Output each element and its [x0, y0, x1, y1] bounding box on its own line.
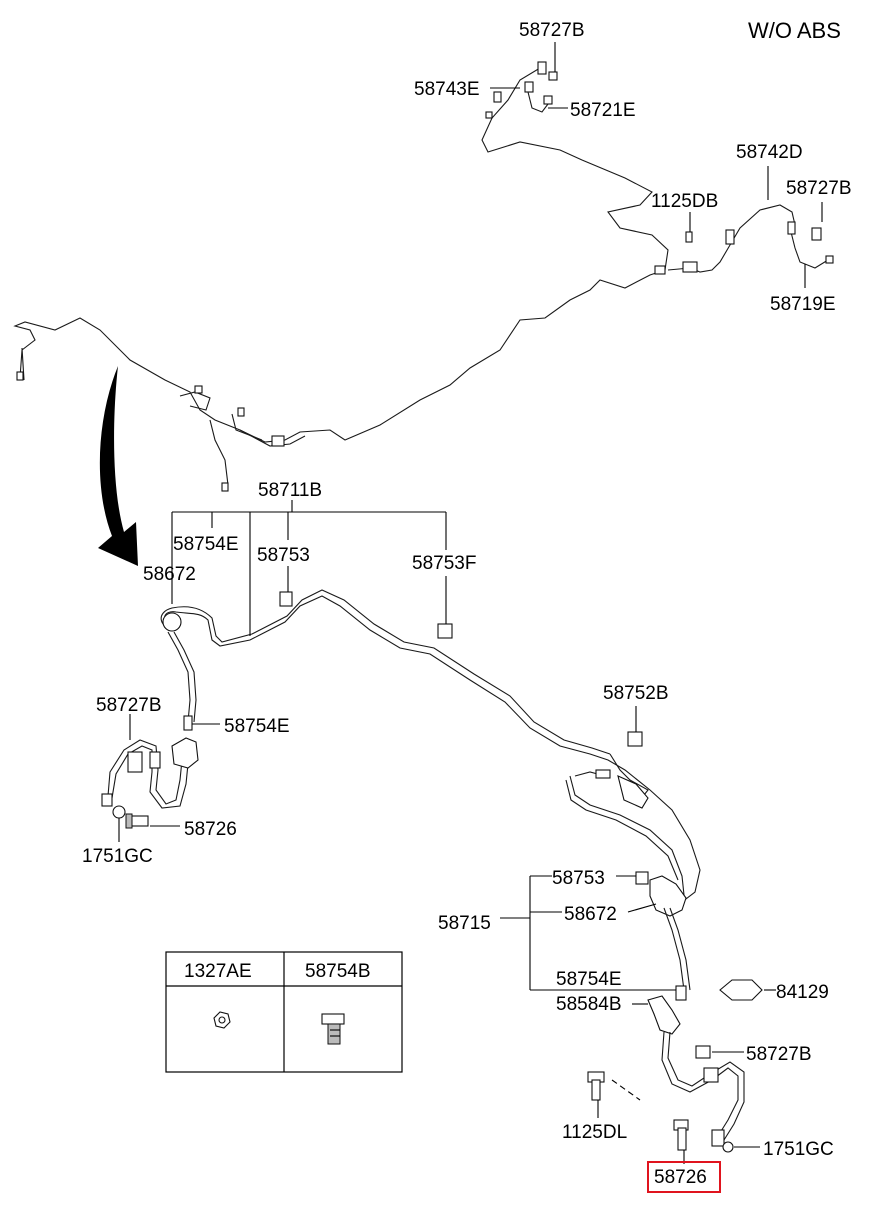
part-label[interactable]: 58754E — [173, 534, 239, 555]
nut-icon — [213, 1011, 231, 1029]
part-labels: 58727B 58743E 58721E 58742D 58727B 1125D… — [82, 20, 852, 1193]
part-label[interactable]: 58672 — [143, 564, 196, 585]
table-header-col2: 58754B — [305, 961, 371, 982]
part-label[interactable]: 58754E — [224, 716, 290, 737]
part-label[interactable]: 1751GC — [763, 1139, 834, 1160]
part-label[interactable]: 58719E — [770, 294, 836, 315]
part-label[interactable]: 1751GC — [82, 846, 153, 867]
part-label[interactable]: 58584B — [556, 994, 622, 1015]
clip-icon — [321, 1013, 345, 1045]
part-label[interactable]: 58727B — [519, 20, 585, 41]
part-label[interactable]: 58672 — [564, 904, 617, 925]
part-label[interactable]: 58721E — [570, 100, 636, 121]
part-label[interactable]: 58727B — [96, 695, 162, 716]
highlight-box — [647, 1161, 721, 1193]
part-label[interactable]: 58754E — [556, 969, 622, 990]
part-label[interactable]: 58752B — [603, 683, 669, 704]
part-label[interactable]: 58726 — [184, 819, 237, 840]
part-label[interactable]: 1125DL — [562, 1122, 627, 1143]
part-label[interactable]: 58711B — [258, 480, 322, 501]
table-header-col1: 1327AE — [184, 961, 252, 982]
part-label[interactable]: 58743E — [414, 79, 480, 100]
part-label[interactable]: 58753 — [552, 868, 605, 889]
part-label[interactable]: 58753F — [412, 553, 476, 574]
part-label[interactable]: 58727B — [786, 178, 852, 199]
part-label[interactable]: 1125DB — [651, 191, 718, 212]
part-label[interactable]: 58742D — [736, 142, 803, 163]
curved-arrow-icon — [98, 366, 138, 566]
upper-brake-line-assembly — [13, 61, 834, 492]
part-label[interactable]: 58727B — [746, 1044, 812, 1065]
page-title: W/O ABS — [748, 18, 841, 43]
lower-brake-line-assembly — [101, 589, 763, 1153]
part-label-highlighted[interactable]: 58726 — [654, 1167, 707, 1188]
legend-table: 1327AE 58754B — [165, 951, 403, 1073]
part-label[interactable]: 58753 — [257, 545, 310, 566]
part-label[interactable]: 84129 — [776, 982, 829, 1003]
part-label[interactable]: 58715 — [438, 913, 491, 934]
